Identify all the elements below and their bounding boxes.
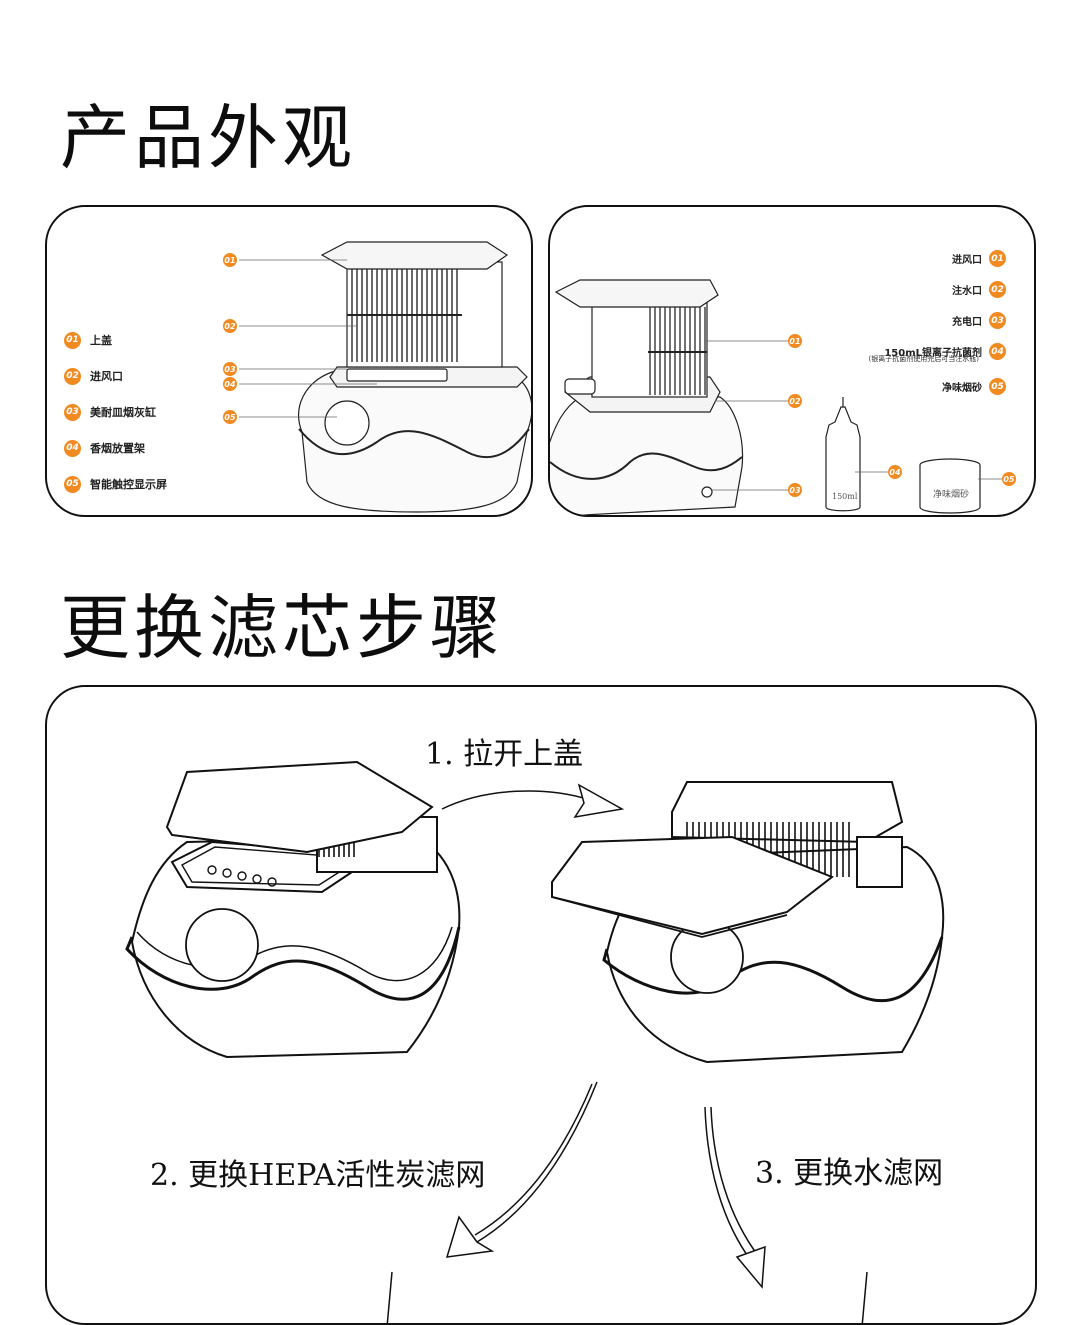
legend-label: 美耐皿烟灰缸 xyxy=(90,404,156,420)
jar-text: 净味烟砂 xyxy=(933,488,969,500)
legend-badge: 01 xyxy=(989,250,1006,267)
legend-label: 进风口 xyxy=(952,251,982,266)
callout-04: 04 xyxy=(888,465,902,479)
front-legend: 01 上盖 02 进风口 03 美耐皿烟灰缸 04 香烟放置架 05 智能触控显… xyxy=(64,322,167,502)
step-3-label: 3. 更换水滤网 xyxy=(755,1148,943,1192)
callout-02: 02 xyxy=(788,394,802,408)
legend-badge: 02 xyxy=(989,281,1006,298)
step-1-label: 1. 拉开上盖 xyxy=(425,729,583,773)
appearance-title: 产品外观 xyxy=(60,82,356,183)
filter-steps-panel: 1. 拉开上盖 2. 更换HEPA活性炭滤网 3. 更换水滤网 xyxy=(45,685,1037,1325)
legend-badge: 02 xyxy=(64,368,81,385)
legend-label: 进风口 xyxy=(90,368,123,384)
back-legend: 进风口 01 注水口 02 充电口 03 150mL银离子抗菌剂 04 净味烟砂… xyxy=(884,243,1006,402)
legend-item: 净味烟砂 05 xyxy=(884,371,1006,402)
legend-label: 智能触控显示屏 xyxy=(90,476,167,492)
product-front-panel: 01 02 03 04 05 01 上盖 02 进风口 03 美耐皿烟灰缸 04… xyxy=(45,205,533,517)
bottle-text: 150ml xyxy=(832,492,858,501)
legend-item: 02 进风口 xyxy=(64,358,167,394)
legend-item: 进风口 01 xyxy=(884,243,1006,274)
steps-title: 更换滤芯步骤 xyxy=(60,572,504,673)
legend-badge: 03 xyxy=(64,404,81,421)
legend-item: 注水口 02 xyxy=(884,274,1006,305)
legend-badge: 05 xyxy=(64,476,81,493)
legend-item: 充电口 03 xyxy=(884,305,1006,336)
callout-04: 04 xyxy=(223,377,237,391)
callout-01: 01 xyxy=(223,253,237,267)
callout-03: 03 xyxy=(223,362,237,376)
product-back-panel: 150ml 净味烟砂 01 02 03 04 05 进风口 01 注水口 02 … xyxy=(548,205,1036,517)
legend-label: 充电口 xyxy=(952,313,982,328)
legend-item: 01 上盖 xyxy=(64,322,167,358)
legend-badge: 03 xyxy=(989,312,1006,329)
legend-label: 香烟放置架 xyxy=(90,440,145,456)
legend-item: 04 香烟放置架 xyxy=(64,430,167,466)
legend-badge: 04 xyxy=(64,440,81,457)
legend-badge: 05 xyxy=(989,378,1006,395)
legend-label: 上盖 xyxy=(90,332,112,348)
callout-01: 01 xyxy=(788,334,802,348)
callout-02: 02 xyxy=(223,319,237,333)
legend-badge: 04 xyxy=(989,343,1006,360)
callout-05: 05 xyxy=(1002,472,1016,486)
callout-05: 05 xyxy=(223,410,237,424)
legend-badge: 01 xyxy=(64,332,81,349)
step-2-label: 2. 更换HEPA活性炭滤网 xyxy=(150,1150,485,1194)
legend-label: 净味烟砂 xyxy=(942,379,982,394)
antibacterial-note: (银离子抗菌剂使用完后可当注水瓶) xyxy=(869,354,979,364)
legend-label: 注水口 xyxy=(952,282,982,297)
legend-item: 03 美耐皿烟灰缸 xyxy=(64,394,167,430)
filter-steps-illustration xyxy=(47,687,1037,1325)
callout-03: 03 xyxy=(788,483,802,497)
legend-item: 05 智能触控显示屏 xyxy=(64,466,167,502)
